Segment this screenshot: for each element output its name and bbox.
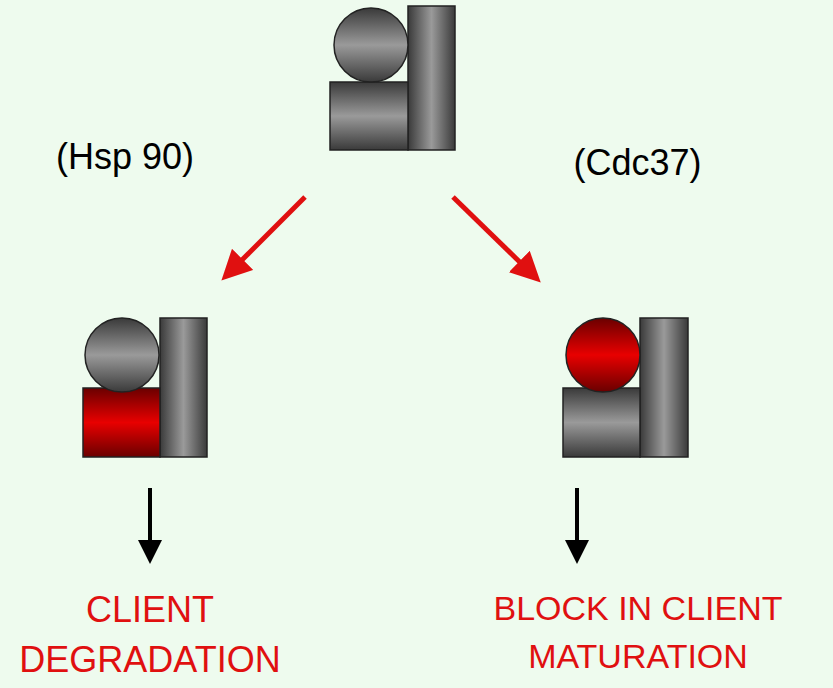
chaperone-label: (Hsp 90)	[20, 132, 230, 182]
complex-left	[83, 318, 207, 457]
outcome-label: CLIENT DEGRADATION	[0, 585, 300, 686]
complex-right	[563, 318, 688, 457]
complex-top	[330, 6, 455, 150]
black-arrow	[575, 488, 579, 552]
chaperone-label: (Cdc37)	[535, 138, 740, 188]
black-arrow	[148, 488, 152, 552]
red-arrow	[453, 197, 530, 272]
outcome-label: BLOCK IN CLIENT MATURATION	[448, 585, 828, 680]
red-arrow	[232, 197, 305, 270]
